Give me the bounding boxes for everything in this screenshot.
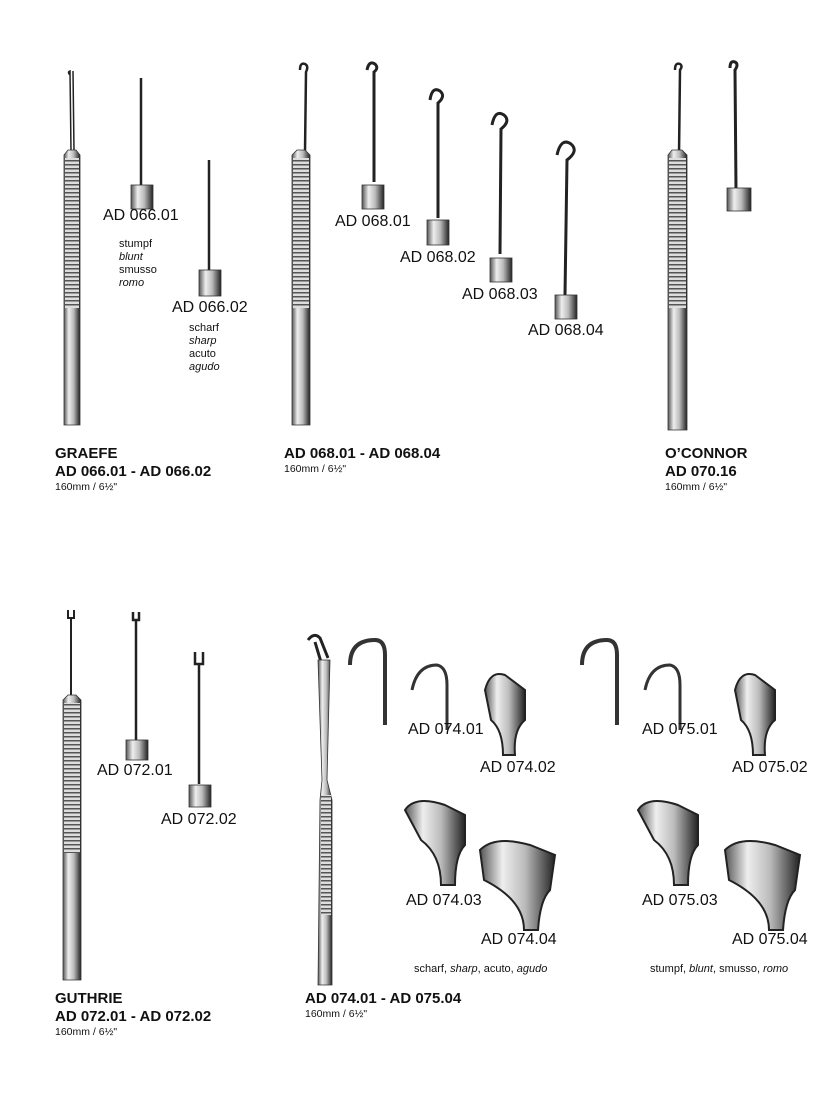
caption-en: blunt <box>689 963 713 975</box>
code-label: AD 075.01 <box>642 721 718 738</box>
product-name: GRAEFE <box>55 445 118 462</box>
desc-en: blunt <box>119 251 143 263</box>
product-range: AD 072.01 - AD 072.02 <box>55 1008 212 1025</box>
code-label: AD 074.04 <box>481 931 557 948</box>
retractor-tip-075-03 <box>636 800 699 886</box>
product-block-retractors: AD 074.01 - AD 075.04 160mm / 6½" <box>305 990 461 1020</box>
graefe-tip-066-01 <box>130 78 154 210</box>
product-name: GUTHRIE <box>55 990 123 1007</box>
guthrie-tip-072-01 <box>125 612 149 761</box>
sharp-caption: scharf, sharp, acuto, agudo <box>414 963 547 976</box>
product-size: 160mm / 6½" <box>284 463 347 475</box>
product-range: AD 074.01 - AD 075.04 <box>305 990 462 1007</box>
retractor-tip-075-02 <box>733 673 776 756</box>
graefe-tip-066-02 <box>198 160 222 297</box>
caption-es: agudo <box>516 963 548 975</box>
code-label: AD 068.03 <box>462 286 538 303</box>
product-size: 160mm / 6½" <box>665 481 728 493</box>
desc-it: acuto <box>189 348 216 360</box>
caption-it: , smusso, <box>712 963 764 975</box>
caption-es: romo <box>763 963 789 975</box>
retractor-tip-075-01 <box>643 663 682 730</box>
caption-it: , acuto, <box>477 963 517 975</box>
retractor-tip-074-03 <box>403 800 466 886</box>
code-label: AD 075.02 <box>732 759 808 776</box>
caption-de: scharf, <box>414 963 451 975</box>
retractor-tip-074-02 <box>483 673 526 756</box>
product-block-guthrie: GUTHRIE AD 072.01 - AD 072.02 160mm / 6½… <box>55 990 211 1038</box>
description-list-blunt: stumpf blunt smusso romo <box>119 238 157 290</box>
retractor-tip-074-04 <box>478 840 557 931</box>
hook-handle-illustration <box>291 62 311 426</box>
desc-en: sharp <box>189 335 217 347</box>
caption-de: stumpf, <box>650 963 690 975</box>
retractor-tip-074-01 <box>410 663 449 730</box>
product-block-oconnor: O’CONNOR AD 070.16 160mm / 6½" <box>665 445 748 493</box>
code-label: AD 072.02 <box>161 811 237 828</box>
product-range: AD 066.01 - AD 066.02 <box>55 463 212 480</box>
code-label: AD 075.04 <box>732 931 808 948</box>
desc-es: agudo <box>189 361 220 373</box>
product-size: 160mm / 6½" <box>55 1026 118 1038</box>
blunt-caption: stumpf, blunt, smusso, romo <box>650 963 788 976</box>
code-label: AD 074.03 <box>406 892 482 909</box>
product-block-068: AD 068.01 - AD 068.04 160mm / 6½" <box>284 445 440 475</box>
hook-tip-068-02 <box>426 88 450 246</box>
product-size: 160mm / 6½" <box>305 1008 368 1020</box>
product-size: 160mm / 6½" <box>55 481 118 493</box>
code-label: AD 075.03 <box>642 892 718 909</box>
product-block-graefe: GRAEFE AD 066.01 - AD 066.02 160mm / 6½" <box>55 445 211 493</box>
desc-de: stumpf <box>119 238 153 250</box>
retractor-handle-illustration <box>306 633 333 986</box>
hook-tip-068-04 <box>554 140 578 320</box>
code-label: AD 068.02 <box>400 249 476 266</box>
retractor-tip-075-04 <box>723 840 802 931</box>
retractor-blade-side-075 <box>580 637 619 725</box>
product-range: AD 068.01 - AD 068.04 <box>284 445 441 462</box>
product-name: O’CONNOR <box>665 445 748 462</box>
product-range: AD 070.16 <box>665 463 737 480</box>
desc-de: scharf <box>189 322 219 334</box>
description-list-sharp: scharf sharp acuto agudo <box>189 322 220 374</box>
code-label: AD 072.01 <box>97 762 173 779</box>
code-label: AD 066.01 <box>103 207 179 224</box>
graefe-handle-illustration <box>63 69 81 426</box>
code-label: AD 066.02 <box>172 299 248 316</box>
desc-it: smusso <box>119 264 157 276</box>
oconnor-tip <box>726 60 752 212</box>
desc-es: romo <box>119 277 145 289</box>
guthrie-tip-072-02 <box>188 652 212 808</box>
caption-en: sharp <box>450 963 478 975</box>
oconnor-handle-illustration <box>667 62 688 431</box>
code-label: AD 074.01 <box>408 721 484 738</box>
retractor-blade-side-large <box>348 637 387 725</box>
guthrie-handle-illustration <box>62 610 82 981</box>
hook-tip-068-01 <box>361 61 385 210</box>
hook-tip-068-03 <box>489 111 513 283</box>
code-label: AD 068.04 <box>528 322 604 339</box>
code-label: AD 068.01 <box>335 213 411 230</box>
code-label: AD 074.02 <box>480 759 556 776</box>
